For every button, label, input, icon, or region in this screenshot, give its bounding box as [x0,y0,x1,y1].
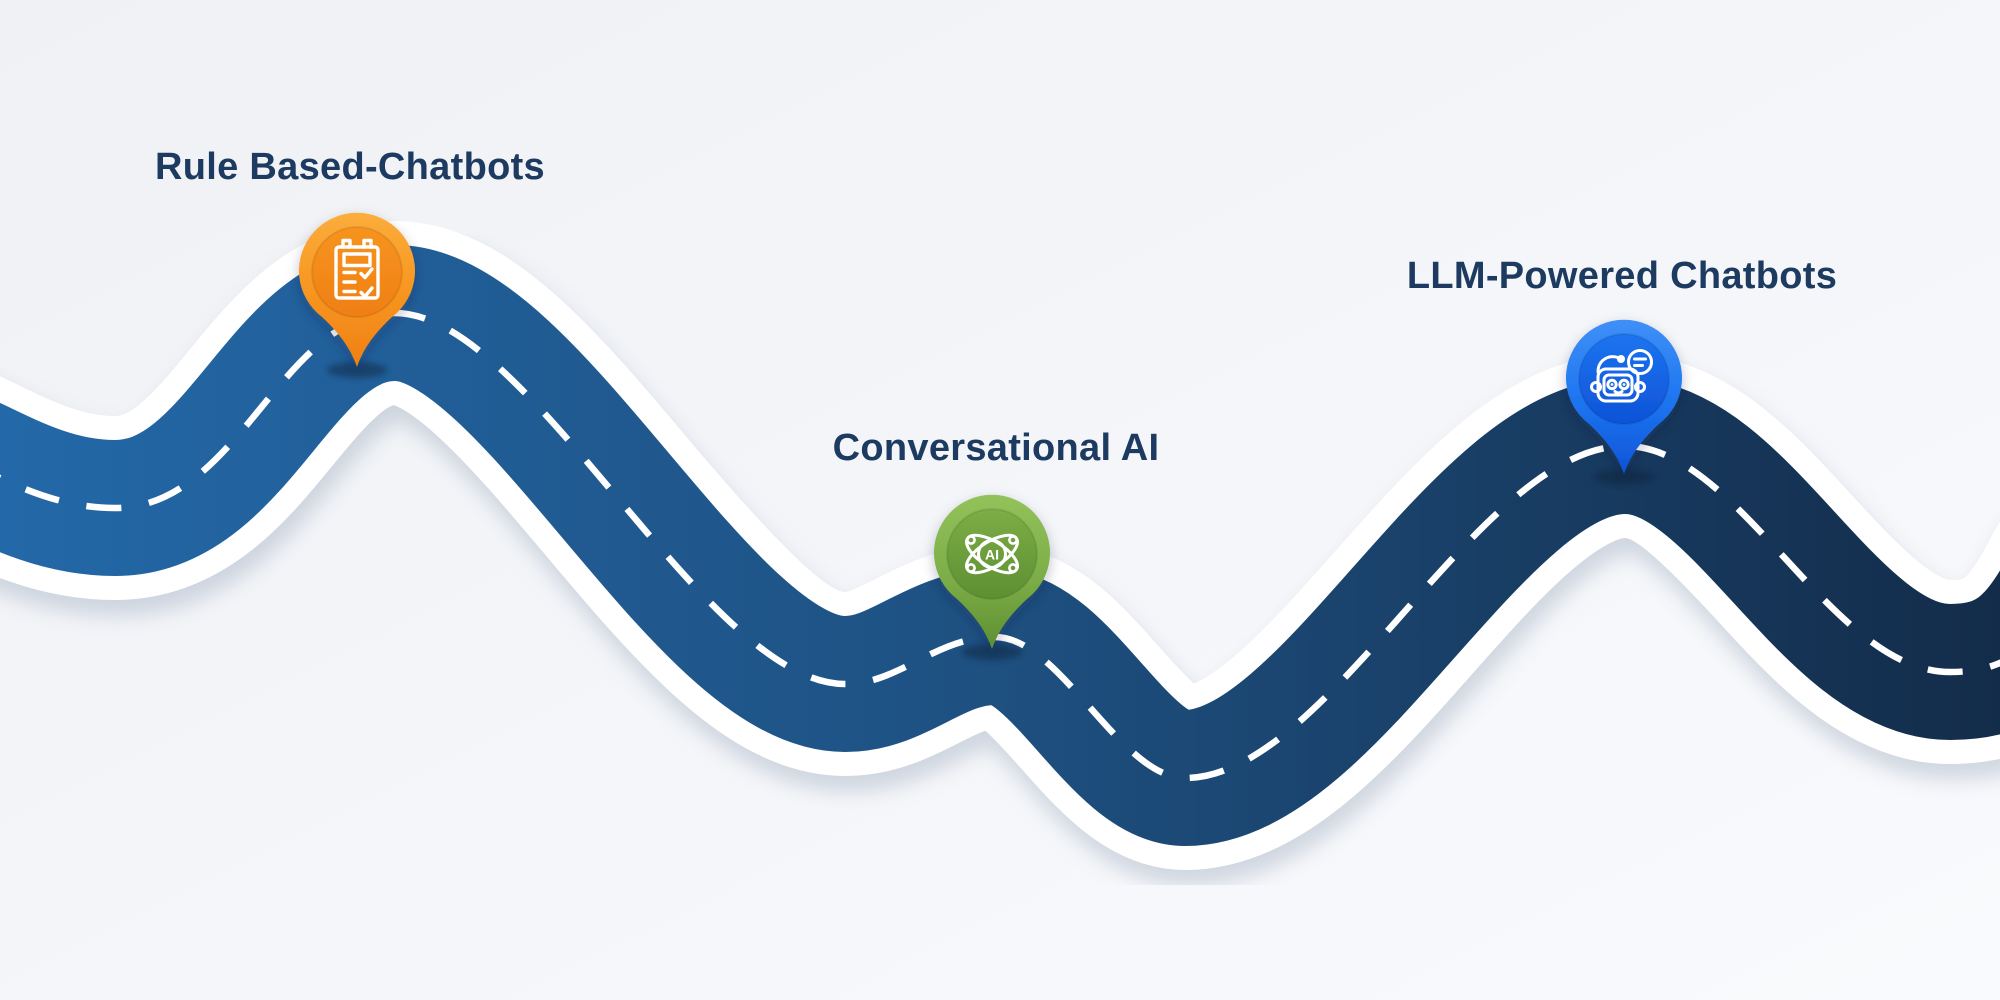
pin-conversational-ai: AI [934,494,1050,660]
milestone-label-rule-based-chatbots: Rule Based-Chatbots [155,146,545,188]
ai-atom-icon: AI [965,533,1019,575]
pin-rule-based-chatbots [299,212,415,378]
pin-ground-shadow [1594,469,1654,485]
clipboard-checklist-icon [334,238,380,300]
pin-llm-powered-chatbots [1566,319,1682,485]
ai-icon-text: AI [985,547,999,563]
pin-inner-circle [311,226,403,318]
chatbot-robot-icon [1590,349,1653,403]
pin-ground-shadow [327,362,387,378]
pin-ground-shadow [962,644,1022,660]
milestone-label-conversational-ai: Conversational AI [832,427,1160,469]
milestone-label-llm-powered-chatbots: LLM-Powered Chatbots [1406,255,1838,297]
pin-inner-circle [946,508,1038,600]
